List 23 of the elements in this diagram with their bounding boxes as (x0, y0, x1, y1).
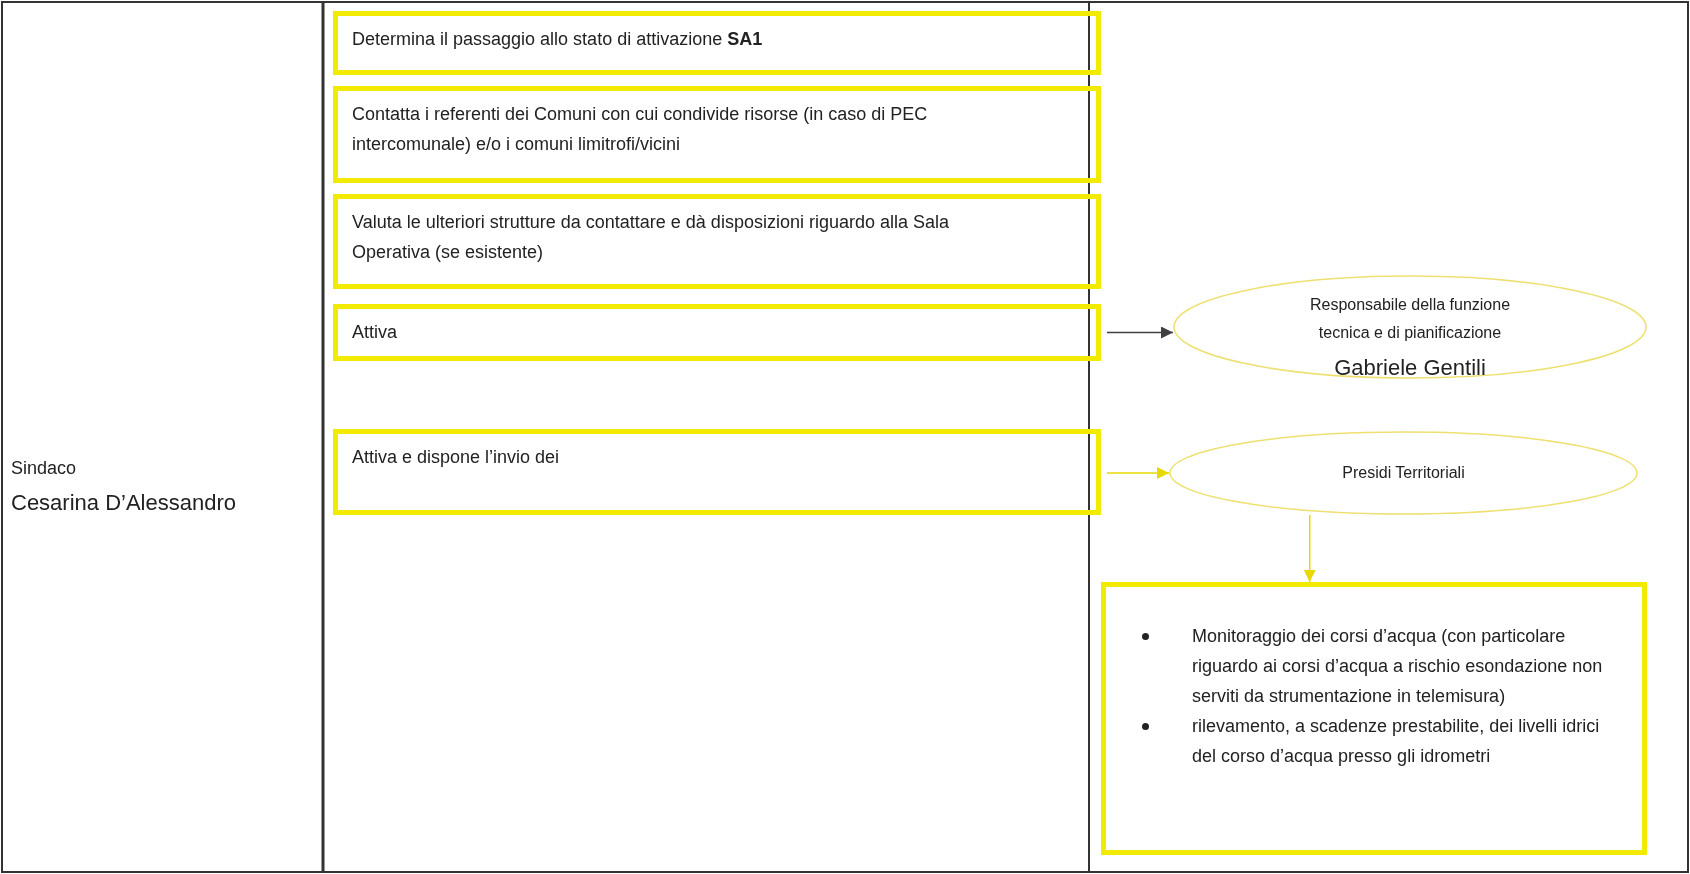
role-label: Sindaco (11, 458, 77, 479)
role-ellipse (1169, 431, 1638, 515)
role-title: Responsabile della funzione tecnica e di pianificazione (1308, 295, 1512, 343)
action-text: Attiva (352, 321, 398, 344)
action-text: Valuta le ulteriori strutture da contattare e dà disposizioni riguardo alla Sala Operativa (se esistente) (352, 211, 950, 264)
role-title: Presidi Territoriali (1342, 463, 1465, 483)
action-text: Attiva e dispone l’invio dei (352, 446, 560, 469)
person-name: Gabriele Gentili (1334, 355, 1486, 381)
bullet-text: rilevamento, a scadenze prestabilite, dei livelli idrici del corso d’acqua presso gli idrometri (1192, 716, 1600, 766)
arrow (1106, 467, 1170, 479)
action-box (333, 304, 1101, 361)
action-box (333, 86, 1101, 183)
action-text: Contatta i referenti dei Comuni con cui condivide risorse (in caso di PEC intercomunale) e/o i comuni limitrofi/vicini (352, 103, 929, 156)
action-box (333, 429, 1101, 515)
arrow (1106, 326, 1174, 339)
person-name: Cesarina D’Alessandro (11, 490, 236, 516)
action-box (333, 11, 1101, 75)
role-ellipse (1173, 275, 1647, 379)
arrow (1303, 514, 1316, 583)
bullet-text: Monitoraggio dei corsi d’acqua (con particolare riguardo ai corsi d’acqua a rischio esondazione non serviti da strumentazione in telemisura) (1192, 626, 1603, 706)
task-box (1101, 582, 1647, 855)
action-box (333, 194, 1101, 289)
action-text: Determina il passaggio allo stato di attivazione SA1 (352, 28, 763, 51)
